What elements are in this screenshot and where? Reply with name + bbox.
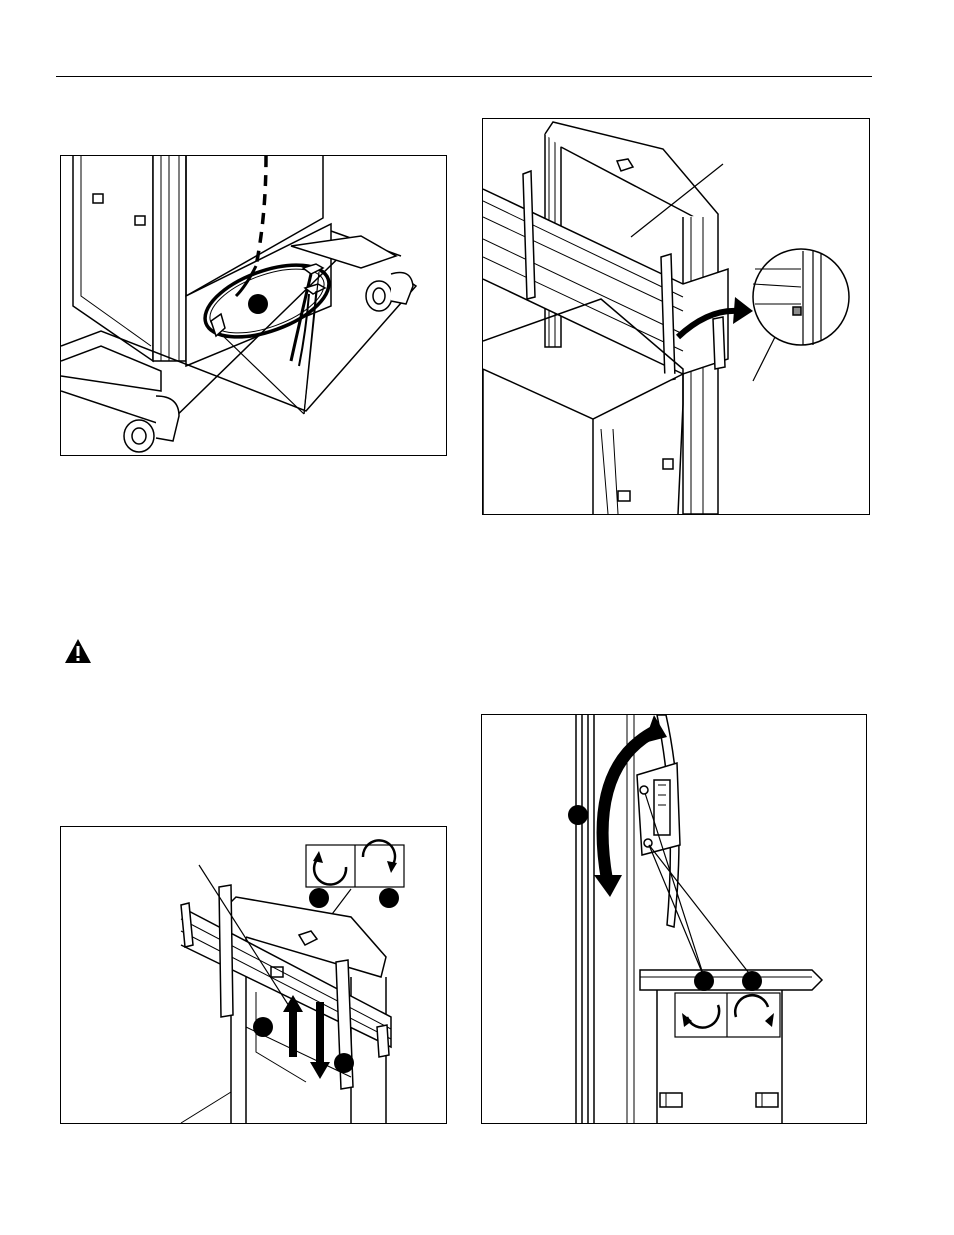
- callout-dot: [248, 294, 268, 314]
- figure-bracket-adjust: [60, 826, 447, 1124]
- cable-routing-illustration: [61, 156, 446, 455]
- header-rule: [56, 76, 872, 77]
- figure-cable-routing: [60, 155, 447, 456]
- rail-detail-illustration: [483, 119, 869, 514]
- figure-tilt-adjust: [481, 714, 867, 1124]
- figure-rail-detail: [482, 118, 870, 515]
- tilt-adjust-illustration: [482, 715, 866, 1123]
- warning-triangle-icon: [64, 638, 92, 664]
- bracket-adjust-illustration: [61, 827, 446, 1123]
